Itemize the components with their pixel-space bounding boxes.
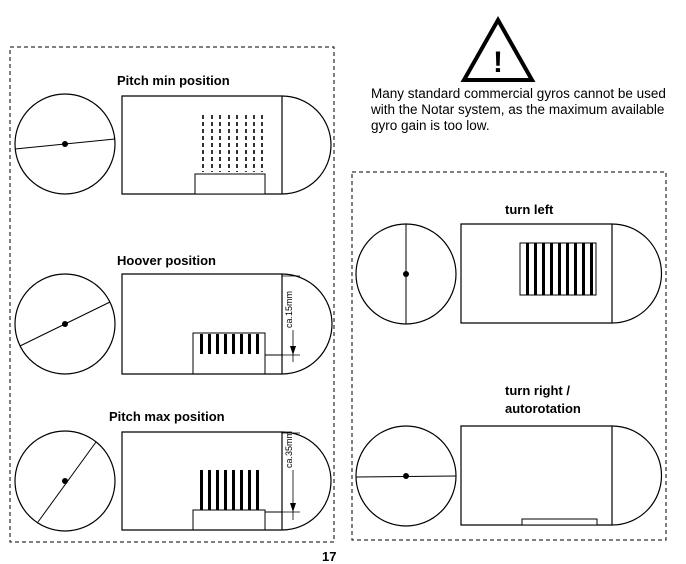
hoover-diagram: ca.15mm bbox=[14, 273, 333, 375]
autorotation-title: autorotation bbox=[505, 401, 581, 416]
servo-body bbox=[121, 95, 332, 195]
pitch-max-title: Pitch max position bbox=[109, 409, 225, 424]
page-number: 17 bbox=[322, 549, 337, 564]
turn-left-title: turn left bbox=[505, 202, 554, 217]
dimension-label: ca.35mm bbox=[284, 431, 294, 468]
servo-body bbox=[460, 425, 663, 526]
left-panel-frame bbox=[9, 46, 335, 543]
pitch-min-diagram bbox=[14, 93, 332, 195]
warning-text: Many standard commercial gyros cannot be… bbox=[371, 86, 666, 133]
pitch-max-diagram: ca.35mm bbox=[14, 430, 332, 532]
dimension-label: ca.15mm bbox=[284, 291, 294, 328]
swashplate-disc bbox=[14, 430, 116, 532]
servo-body bbox=[121, 273, 333, 375]
hoover-title: Hoover position bbox=[117, 253, 216, 268]
turn-right-diagram bbox=[355, 425, 663, 527]
turn-left-diagram bbox=[355, 223, 663, 325]
svg-text:!: ! bbox=[493, 46, 503, 79]
pitch-min-title: Pitch min position bbox=[117, 73, 230, 88]
swashplate-disc bbox=[14, 273, 116, 375]
warning-triangle-icon: ! bbox=[460, 15, 536, 82]
turn-right-title: turn right / bbox=[505, 383, 570, 398]
swashplate-disc bbox=[14, 93, 116, 195]
right-panel-frame bbox=[351, 171, 667, 541]
